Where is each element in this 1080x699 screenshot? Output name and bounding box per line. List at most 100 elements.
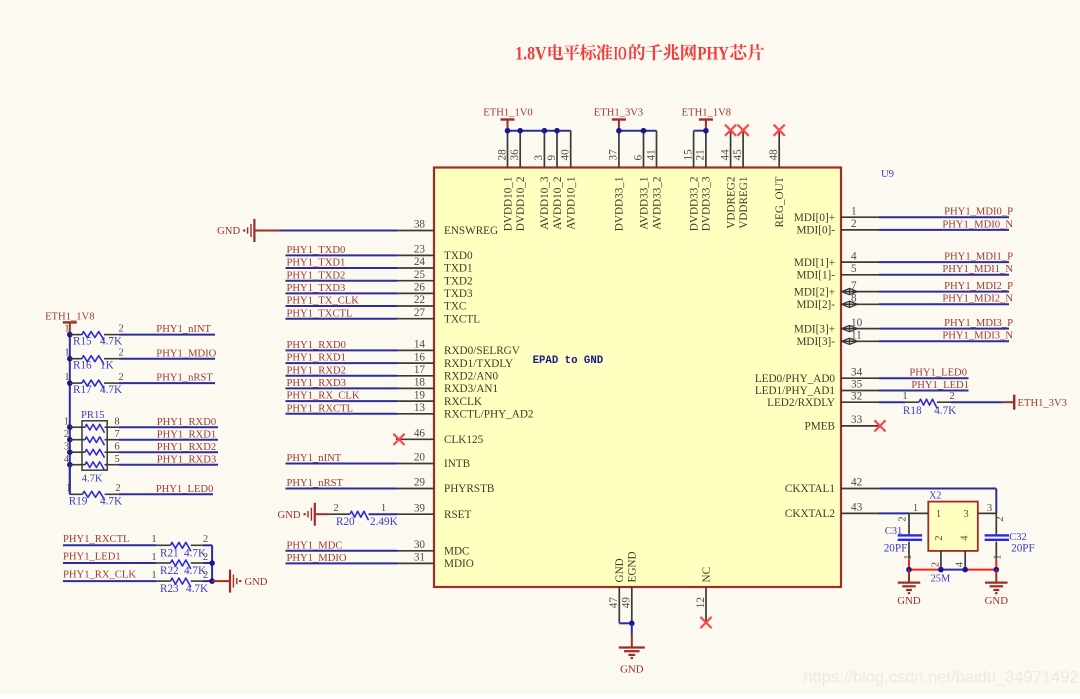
svg-text:36: 36 — [509, 149, 521, 161]
svg-text:PHY1_MDI2_N: PHY1_MDI2_N — [942, 294, 1013, 305]
svg-text:X2: X2 — [929, 490, 941, 501]
svg-text:GND: GND — [278, 510, 301, 521]
svg-text:PHY1_MDIO: PHY1_MDIO — [156, 348, 216, 359]
svg-text:42: 42 — [851, 477, 862, 489]
svg-text:PHY1_MDI3_N: PHY1_MDI3_N — [942, 331, 1013, 342]
svg-text:19: 19 — [414, 389, 426, 401]
svg-text:GND: GND — [245, 577, 268, 588]
svg-text:MDI[2]-: MDI[2]- — [796, 299, 835, 311]
svg-text:3: 3 — [987, 503, 992, 514]
svg-text:39: 39 — [414, 502, 426, 514]
svg-text:9: 9 — [546, 155, 558, 161]
svg-text:7: 7 — [114, 429, 119, 440]
svg-text:VDDREG2: VDDREG2 — [725, 177, 737, 229]
svg-text:PHY1_RX_CLK: PHY1_RX_CLK — [287, 391, 360, 402]
svg-text:AVDD10_3: AVDD10_3 — [539, 176, 551, 230]
svg-text:ETH1_1V8: ETH1_1V8 — [682, 107, 731, 118]
svg-text:R23: R23 — [160, 583, 179, 595]
svg-text:8: 8 — [851, 293, 857, 305]
svg-text:RXD1/TXDLY: RXD1/TXDLY — [444, 358, 513, 370]
svg-text:https://blog.csdn.net/baidu_34: https://blog.csdn.net/baidu_34971492 — [803, 669, 1078, 687]
svg-text:RXD2/AN0: RXD2/AN0 — [444, 371, 498, 383]
svg-text:40: 40 — [560, 149, 572, 161]
svg-text:LED1/PHY_AD1: LED1/PHY_AD1 — [755, 385, 835, 397]
svg-text:MDI[3]-: MDI[3]- — [796, 336, 835, 348]
svg-text:RXCTL/PHY_AD2: RXCTL/PHY_AD2 — [444, 409, 534, 421]
svg-text:20PF: 20PF — [884, 542, 908, 554]
svg-text:PHY1_RXCTL: PHY1_RXCTL — [63, 534, 130, 545]
svg-text:17: 17 — [414, 364, 426, 376]
svg-text:1K: 1K — [100, 360, 114, 372]
svg-text:RSET: RSET — [444, 509, 472, 521]
svg-text:PHY1_RXD1: PHY1_RXD1 — [287, 353, 346, 364]
svg-text:PHY1_RXD0: PHY1_RXD0 — [287, 340, 346, 351]
svg-text:PHY1_LED1: PHY1_LED1 — [63, 552, 121, 563]
svg-text:AVDD33_1: AVDD33_1 — [638, 177, 650, 230]
svg-text:TXD1: TXD1 — [444, 263, 473, 275]
svg-text:R18: R18 — [903, 405, 922, 417]
svg-text:1: 1 — [64, 348, 69, 359]
svg-text:PHY1_MDI0_N: PHY1_MDI0_N — [942, 219, 1013, 230]
svg-text:11: 11 — [851, 330, 862, 342]
svg-text:37: 37 — [608, 149, 620, 161]
svg-text:TXCTL: TXCTL — [444, 313, 480, 325]
svg-text:35: 35 — [851, 379, 863, 391]
svg-text:2: 2 — [851, 218, 857, 230]
svg-text:48: 48 — [768, 149, 780, 161]
svg-text:22: 22 — [414, 294, 425, 306]
svg-text:45: 45 — [732, 149, 744, 161]
svg-text:PHY1_nINT: PHY1_nINT — [156, 324, 211, 335]
svg-text:3: 3 — [64, 441, 69, 452]
svg-text:47: 47 — [608, 597, 620, 609]
svg-text:PMEB: PMEB — [805, 421, 835, 433]
svg-text:2: 2 — [203, 552, 208, 563]
svg-text:4: 4 — [851, 250, 857, 262]
svg-text:4.7K: 4.7K — [100, 384, 122, 396]
svg-text:PHY1_MDI2_P: PHY1_MDI2_P — [944, 281, 1013, 292]
svg-text:PHY1_RXD0: PHY1_RXD0 — [157, 417, 216, 428]
svg-text:8: 8 — [114, 416, 119, 427]
svg-text:MDI[2]+: MDI[2]+ — [794, 286, 835, 298]
svg-text:2: 2 — [930, 562, 941, 567]
svg-text:PHY1_MDIO: PHY1_MDIO — [287, 553, 347, 564]
svg-text:2: 2 — [949, 391, 954, 402]
svg-text:4.7K: 4.7K — [100, 496, 122, 508]
svg-text:PHY1_RXD1: PHY1_RXD1 — [157, 429, 216, 440]
svg-text:DVDD33_1: DVDD33_1 — [614, 177, 626, 232]
svg-text:LED0/PHY_AD0: LED0/PHY_AD0 — [755, 373, 836, 385]
svg-text:PHY1_TX_CLK: PHY1_TX_CLK — [287, 296, 360, 307]
svg-text:43: 43 — [851, 502, 863, 514]
svg-text:ETH1_1V8: ETH1_1V8 — [45, 311, 94, 322]
svg-text:6: 6 — [632, 155, 644, 161]
svg-text:34: 34 — [851, 366, 863, 378]
svg-text:2: 2 — [64, 429, 69, 440]
svg-text:DVDD10_1: DVDD10_1 — [502, 177, 514, 232]
svg-text:PHY1_RXD3: PHY1_RXD3 — [157, 454, 216, 465]
svg-text:4: 4 — [955, 561, 966, 567]
svg-text:46: 46 — [414, 428, 426, 440]
svg-text:30: 30 — [414, 539, 426, 551]
svg-text:PHY1_MDI3_P: PHY1_MDI3_P — [944, 318, 1013, 329]
svg-text:4.7K: 4.7K — [186, 583, 208, 595]
svg-text:MDI[0]+: MDI[0]+ — [794, 212, 835, 224]
svg-text:15: 15 — [682, 149, 694, 161]
svg-text:PHY1_RXD2: PHY1_RXD2 — [287, 365, 346, 376]
svg-text:2: 2 — [118, 348, 123, 359]
svg-text:4: 4 — [959, 535, 970, 541]
svg-text:RXD3/AN1: RXD3/AN1 — [444, 383, 498, 395]
svg-text:PHY1_LED0: PHY1_LED0 — [909, 368, 967, 379]
svg-text:2: 2 — [203, 534, 208, 545]
svg-text:AVDD10_2: AVDD10_2 — [552, 177, 564, 230]
svg-text:MDI[0]-: MDI[0]- — [796, 225, 835, 237]
svg-text:R19: R19 — [69, 496, 88, 508]
svg-text:29: 29 — [414, 477, 426, 489]
svg-text:10: 10 — [851, 317, 863, 329]
svg-text:R20: R20 — [336, 516, 355, 528]
svg-text:32: 32 — [851, 390, 862, 402]
svg-text:23: 23 — [414, 244, 426, 256]
svg-text:MDC: MDC — [444, 546, 470, 558]
svg-text:C32: C32 — [1009, 532, 1027, 543]
svg-text:1: 1 — [851, 205, 857, 217]
svg-text:GND: GND — [985, 595, 1009, 607]
svg-text:DVDD10_2: DVDD10_2 — [515, 177, 527, 232]
